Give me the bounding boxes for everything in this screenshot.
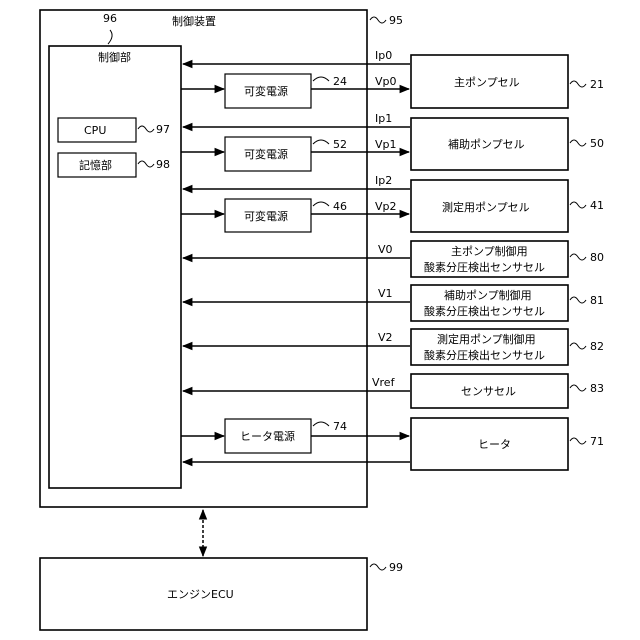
ref-leader-82 [570, 343, 586, 349]
ref-71: 71 [590, 435, 604, 448]
control-device-title: 制御装置 [172, 14, 216, 28]
control-unit-box [49, 46, 181, 488]
signal-v2: V2 [378, 331, 393, 344]
signal-ip0: Ip0 [375, 49, 392, 62]
sensor-81-line1: 補助ポンプ制御用 [444, 288, 532, 302]
ref-97: 97 [156, 123, 170, 136]
ref-leader-83 [570, 385, 586, 391]
ref-96: 96 [103, 12, 117, 25]
ref-52: 52 [333, 138, 347, 151]
ref-24: 24 [333, 75, 347, 88]
control-unit-title: 制御部 [98, 50, 131, 64]
ref-46: 46 [333, 200, 347, 213]
meas-pump-label: 測定用ポンプセル [442, 200, 530, 214]
ref-98: 98 [156, 158, 170, 171]
signal-v0: V0 [378, 243, 393, 256]
ref-21: 21 [590, 78, 604, 91]
ref-41: 41 [590, 199, 604, 212]
ref-80: 80 [590, 251, 604, 264]
psu2-label: 可変電源 [244, 147, 288, 161]
cpu-label: CPU [84, 124, 106, 137]
sensor-80-line1: 主ポンプ制御用 [451, 244, 528, 258]
memory-label: 記憶部 [79, 158, 112, 172]
ref-74: 74 [333, 420, 347, 433]
ref-99: 99 [389, 561, 403, 574]
signal-vref: Vref [372, 376, 396, 389]
ref-81: 81 [590, 294, 604, 307]
sensor-cell-label: センサセル [461, 385, 516, 398]
ref-leader-81 [570, 297, 586, 303]
heater-label: ヒータ [478, 438, 511, 451]
ref-leader-71 [570, 438, 586, 444]
ref-50: 50 [590, 137, 604, 150]
signal-vp1: Vp1 [375, 138, 397, 151]
ref-leader-80 [570, 254, 586, 260]
sensor-82-line2: 酸素分圧検出センサセル [424, 348, 545, 362]
sensor-80-line2: 酸素分圧検出センサセル [424, 260, 545, 274]
signal-v1: V1 [378, 287, 393, 300]
aux-pump-label: 補助ポンプセル [448, 137, 525, 151]
ref-leader-41 [570, 202, 586, 208]
ref-leader-99 [370, 564, 386, 570]
signal-vp2: Vp2 [375, 200, 397, 213]
ref-leader-21 [570, 81, 586, 87]
ref-82: 82 [590, 340, 604, 353]
ref-83: 83 [590, 382, 604, 395]
ref-leader-95 [370, 17, 386, 23]
psu1-label: 可変電源 [244, 84, 288, 98]
ref-95: 95 [389, 14, 403, 27]
heater-psu-label: ヒータ電源 [240, 429, 295, 443]
ecu-label: エンジンECU [167, 588, 234, 601]
main-pump-label: 主ポンプセル [454, 76, 520, 89]
sensor-81-line2: 酸素分圧検出センサセル [424, 304, 545, 318]
signal-vp0: Vp0 [375, 75, 397, 88]
psu3-label: 可変電源 [244, 209, 288, 223]
signal-ip2: Ip2 [375, 174, 392, 187]
signal-ip1: Ip1 [375, 112, 392, 125]
sensor-82-line1: 測定用ポンプ制御用 [437, 332, 536, 346]
ref-leader-50 [570, 140, 586, 146]
